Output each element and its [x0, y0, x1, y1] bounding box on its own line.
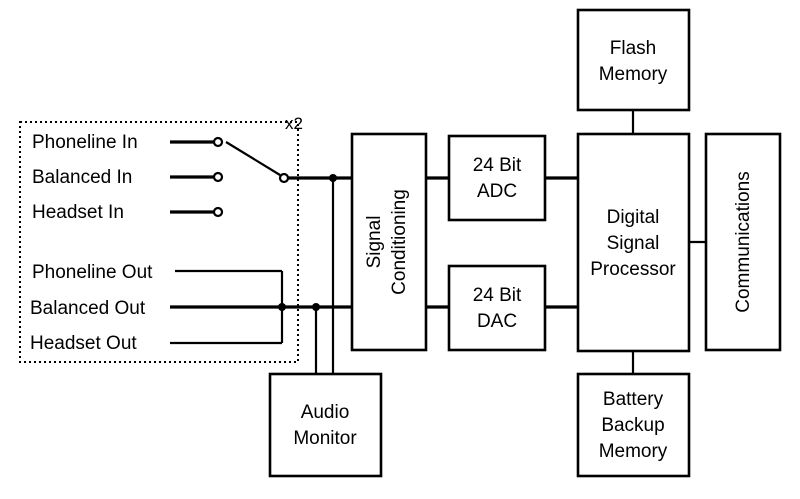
headset-in-label: Headset In: [32, 202, 124, 223]
adc-label-2: ADC: [477, 181, 517, 202]
communications-block: [704, 132, 782, 352]
dsp-label-3: Processor: [590, 259, 676, 280]
multiplier-label: x2: [285, 114, 303, 133]
flash-memory-label-1: Flash: [610, 38, 656, 59]
battery-backup-label-1: Battery: [603, 389, 664, 410]
audio-monitor-label-1: Audio: [301, 402, 350, 423]
phoneline-in-label: Phoneline In: [32, 132, 138, 153]
balanced-out-label: Balanced Out: [30, 298, 146, 319]
headset-out-label: Headset Out: [30, 333, 137, 354]
headset-in-terminal: [212, 206, 224, 218]
phoneline-in-terminal: [212, 136, 224, 148]
battery-backup-memory-block: [576, 372, 691, 478]
dsp-label-2: Signal: [607, 233, 660, 254]
phoneline-out-label: Phoneline Out: [32, 262, 153, 283]
balanced-in-label: Balanced In: [32, 167, 132, 188]
signal-conditioning-block: [350, 132, 428, 352]
dac-label-1: 24 Bit: [473, 285, 522, 306]
audio-monitor-block: [268, 372, 383, 478]
audio-monitor-label-2: Monitor: [293, 428, 357, 449]
dac-block: [447, 264, 547, 352]
balanced-in-terminal: [212, 171, 224, 183]
signal-conditioning-label-2: Conditioning: [389, 189, 410, 295]
dsp-label-1: Digital: [607, 207, 660, 228]
adc-label-1: 24 Bit: [473, 155, 522, 176]
io-enclosure: [19, 121, 299, 363]
signal-conditioning-label-1: Signal: [364, 216, 385, 269]
dac-label-2: DAC: [477, 311, 517, 332]
flash-memory-block: [576, 8, 691, 112]
selector-switch-pivot: [278, 172, 290, 184]
adc-block: [447, 134, 547, 222]
battery-backup-label-3: Memory: [599, 441, 668, 462]
battery-backup-label-2: Backup: [601, 415, 664, 436]
selector-switch-arm: [225, 141, 281, 176]
flash-memory-label-2: Memory: [599, 64, 668, 85]
communications-label: Communications: [733, 171, 754, 313]
